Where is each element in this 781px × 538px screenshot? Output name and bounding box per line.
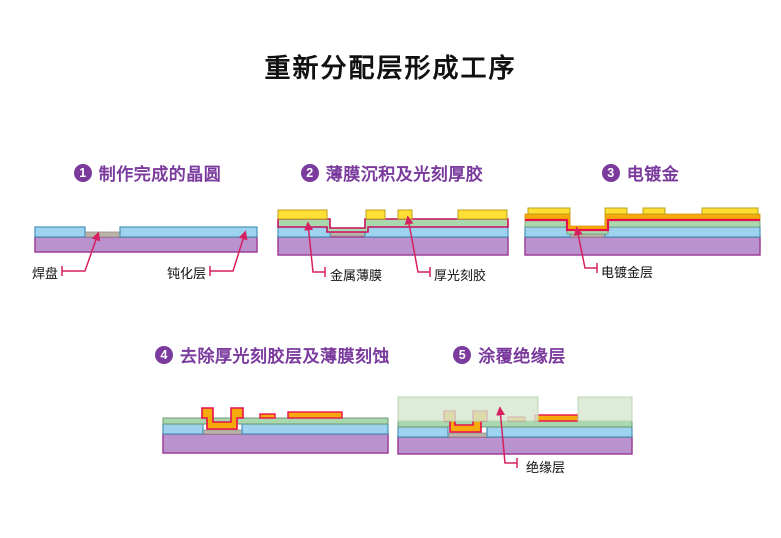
passivation-layer-right — [364, 226, 509, 238]
passivation-layer-right — [119, 226, 258, 238]
label-plated-gold: 电镀金层 — [601, 265, 654, 280]
label-passivation: 钝化层 — [167, 266, 207, 281]
passivation-layer-left — [524, 226, 571, 238]
gold-trace-small — [259, 413, 276, 419]
step-1-number-badge: 1 — [73, 163, 92, 182]
gold-trace-wide — [287, 411, 343, 419]
step-4-heading: 4 去除厚光刻胶层及薄膜刻蚀 — [150, 342, 395, 367]
leader-lines — [304, 215, 431, 277]
passivation-layer-left — [397, 426, 449, 438]
substrate-layer — [397, 436, 633, 455]
passivation-layer-right — [604, 226, 761, 238]
step-4-number-badge: 4 — [155, 345, 173, 364]
passivation-layer-left — [277, 226, 331, 238]
passivation-layer-right — [241, 423, 389, 435]
step-2-title: 薄膜沉积及光刻厚胶 — [325, 165, 484, 184]
photoresist-block — [701, 207, 759, 215]
bond-pad — [202, 429, 243, 435]
metal-film-layer — [397, 420, 633, 428]
bond-pad — [447, 432, 488, 438]
leader-lines — [496, 406, 518, 468]
step-4-title: 去除厚光刻胶层及薄膜刻蚀 — [180, 347, 390, 366]
label-metal-film: 金属薄膜 — [330, 268, 383, 283]
gold-trace-wide — [534, 414, 579, 422]
leader-line-plated-gold — [573, 226, 597, 269]
photoresist-blocks — [527, 207, 759, 215]
label-insulation: 绝缘层 — [526, 460, 566, 475]
step-3-title: 电镀金 — [626, 165, 680, 184]
passivation-layer-right — [486, 426, 633, 438]
leader-line-passivation — [210, 230, 248, 272]
bond-pad — [84, 231, 121, 238]
metal-film-layer — [162, 417, 389, 425]
insulation-block — [397, 396, 539, 422]
step-5-panel: 5 涂覆绝缘层 绝缘层 — [390, 335, 645, 485]
bond-pad — [569, 233, 606, 238]
substrate-layer — [277, 236, 509, 256]
metal-film-layer — [277, 218, 509, 233]
label-thick-resist: 厚光刻胶 — [434, 268, 487, 283]
photoresist-block — [397, 209, 413, 220]
step-4-panel: 4 去除厚光刻胶层及薄膜刻蚀 — [150, 335, 395, 465]
step-5-number-badge: 5 — [453, 345, 472, 364]
insulation-blocks — [397, 396, 633, 422]
photoresist-block — [457, 209, 508, 220]
leader-lines — [61, 230, 248, 276]
photoresist-block — [527, 207, 571, 215]
step-1-panel: 1 制作完成的晶圆 焊盘 钝化层 — [30, 155, 265, 290]
seed-red-line — [525, 218, 760, 232]
substrate-layer — [524, 236, 761, 256]
substrate-layer — [162, 433, 389, 454]
step-2-number-badge: 2 — [300, 163, 319, 182]
insulation-block — [577, 396, 633, 422]
photoresist-block — [642, 207, 666, 215]
step-1-title: 制作完成的晶圆 — [98, 165, 222, 184]
leader-line-insulation — [496, 406, 517, 464]
substrate-layer — [34, 236, 258, 253]
step-1-heading: 1 制作完成的晶圆 — [30, 160, 265, 185]
step-3-number-badge: 3 — [601, 163, 620, 182]
leader-line-pad — [62, 231, 101, 272]
step-5-diagram — [397, 396, 633, 468]
label-bond-pad: 焊盘 — [32, 266, 59, 281]
step-1-diagram — [34, 226, 258, 276]
page-title: 重新分配层形成工序 — [264, 53, 517, 83]
leader-line-metal-film — [304, 221, 325, 273]
step-3-panel: 3 电镀金 — [518, 155, 763, 295]
step-3-heading: 3 电镀金 — [518, 160, 763, 185]
step-4-diagram — [162, 407, 389, 454]
photoresist-blocks — [277, 209, 508, 220]
photoresist-block — [277, 209, 328, 220]
passivation-layer-left — [162, 423, 204, 435]
step-2-diagram — [277, 209, 509, 277]
gold-trace-u-shape — [201, 407, 244, 430]
photoresist-block — [365, 209, 386, 220]
passivation-layer-left — [34, 226, 86, 238]
leader-line-thick-resist — [404, 215, 430, 273]
photoresist-block — [604, 207, 628, 215]
step-2-panel: 2 薄膜沉积及光刻厚胶 — [272, 155, 512, 295]
step-5-heading: 5 涂覆绝缘层 — [382, 342, 637, 367]
step-2-heading: 2 薄膜沉积及光刻厚胶 — [272, 160, 512, 185]
step-3-diagram — [524, 207, 761, 273]
leader-lines — [573, 226, 598, 273]
step-5-title: 涂覆绝缘层 — [478, 347, 566, 366]
